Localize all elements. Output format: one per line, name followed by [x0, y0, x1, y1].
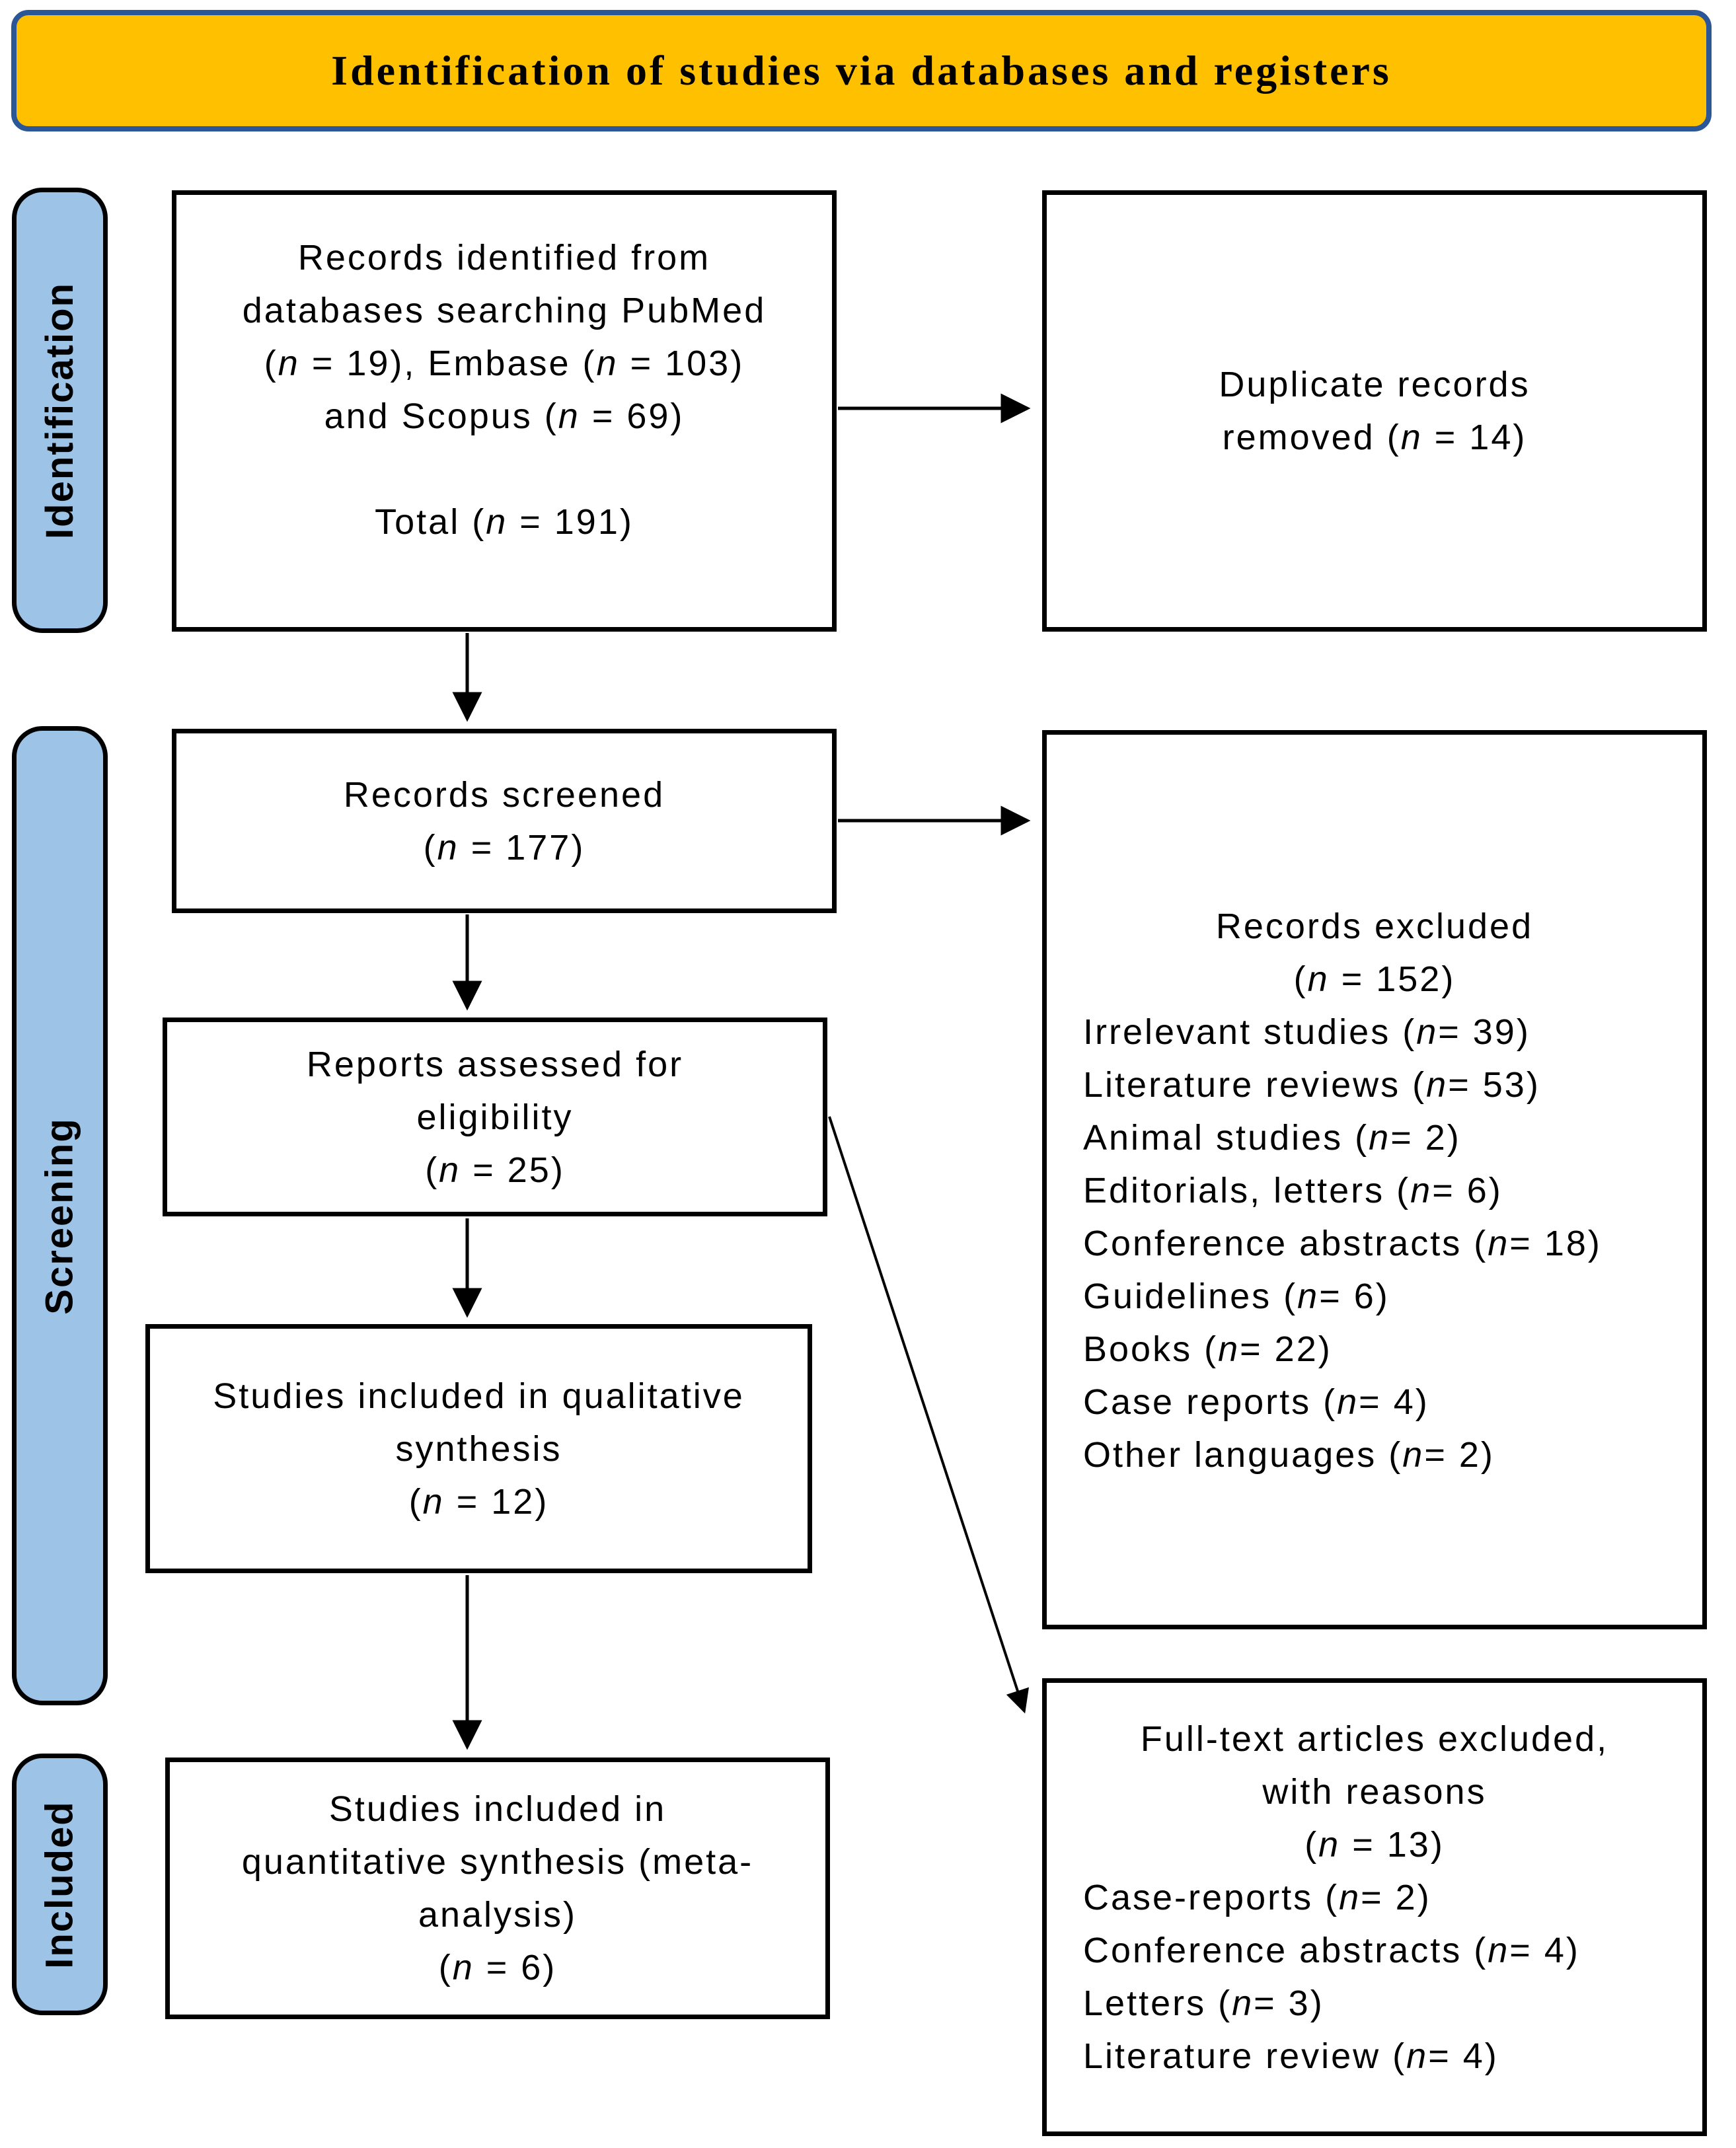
- arrow-assessed-to-fulltext-excluded: [828, 1116, 1030, 1714]
- box-records-excluded: Records excluded(n = 152) Irrelevant stu…: [1042, 730, 1707, 1629]
- fulltext-excluded-reasons: Case-reports (n= 2)Conference abstracts …: [1083, 1878, 1580, 2076]
- stage-label-screening-text: Screening: [38, 1117, 81, 1315]
- box-records-screened: Records screened(n = 177): [172, 729, 837, 913]
- box-fulltext-excluded: Full-text articles excluded,with reasons…: [1042, 1678, 1707, 2136]
- stage-label-identification: Identification: [12, 188, 108, 633]
- stage-label-included-text: Included: [38, 1800, 81, 1969]
- records-identified-total: Total (n = 191): [375, 502, 634, 542]
- stage-label-identification-text: Identification: [38, 281, 82, 539]
- title-text: Identification of studies via databases …: [331, 47, 1392, 94]
- records-excluded-reasons: Irrelevant studies (n= 39)Literature rev…: [1083, 1012, 1602, 1475]
- stage-label-screening: Screening: [12, 726, 108, 1705]
- fulltext-excluded-heading: Full-text articles excluded,with reasons…: [1140, 1719, 1609, 1865]
- stage-label-included: Included: [12, 1754, 108, 2015]
- title-banner: Identification of studies via databases …: [11, 10, 1712, 131]
- records-excluded-heading: Records excluded(n = 152): [1215, 907, 1534, 999]
- records-screened-text: Records screened(n = 177): [343, 774, 665, 868]
